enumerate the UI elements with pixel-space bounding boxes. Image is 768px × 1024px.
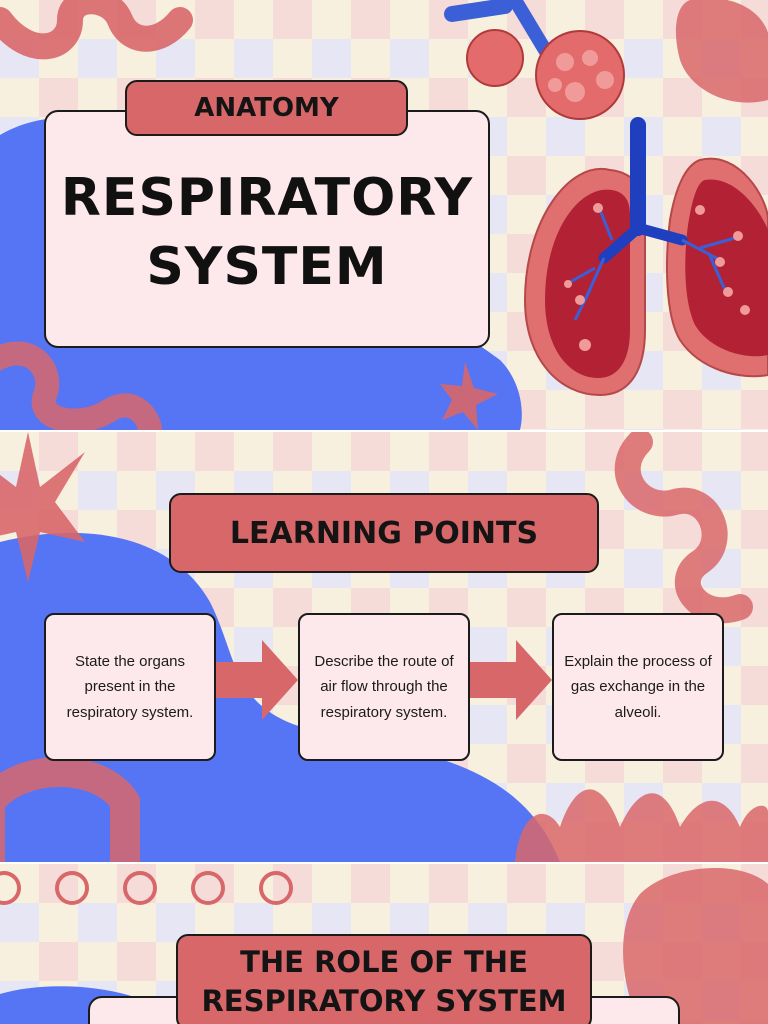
- squiggle-shape: [0, 0, 193, 60]
- arch-shape: [0, 757, 140, 862]
- star-shape: [440, 362, 498, 430]
- slide-title: ANATOMY RESPIRATORY SYSTEM: [0, 0, 768, 430]
- ring-shape: [123, 871, 157, 905]
- learning-points-heading: LEARNING POINTS: [169, 493, 599, 573]
- bronchus-illustration: [444, 0, 625, 120]
- learning-point-1: State the organs present in the respirat…: [44, 613, 216, 761]
- slide-learning-points: LEARNING POINTS State the organs present…: [0, 432, 768, 862]
- learning-points-heading-label: LEARNING POINTS: [229, 515, 539, 551]
- title-line-1: RESPIRATORY: [60, 168, 474, 228]
- slide-divider: [0, 862, 768, 864]
- squiggle-shape-2: [0, 341, 162, 430]
- learning-point-3-text: Explain the process of gas exchange in t…: [564, 652, 712, 721]
- anatomy-tag: ANATOMY: [125, 80, 408, 136]
- wave-shape: [515, 789, 768, 862]
- ring-shape: [0, 871, 21, 905]
- learning-point-2-text: Describe the route of air flow through t…: [314, 652, 454, 721]
- lungs-illustration: [523, 117, 768, 397]
- ring-shape: [55, 871, 89, 905]
- role-heading-line-1: THE ROLE OF THE: [240, 944, 528, 979]
- learning-point-1-text: State the organs present in the respirat…: [66, 652, 194, 721]
- learning-point-2: Describe the route of air flow through t…: [298, 613, 470, 761]
- starburst-shape: [0, 432, 85, 582]
- ring-shape: [191, 871, 225, 905]
- slide-divider: [0, 430, 768, 432]
- role-heading-line-2: RESPIRATORY SYSTEM: [201, 984, 567, 1018]
- slide-role: THE ROLE OF THE RESPIRATORY SYSTEM: [0, 864, 768, 1024]
- coral-blob-shape: [623, 867, 768, 1024]
- role-heading: THE ROLE OF THE RESPIRATORY SYSTEM: [176, 934, 592, 1024]
- learning-point-3: Explain the process of gas exchange in t…: [552, 613, 724, 761]
- slide3-decorations: [0, 867, 768, 1024]
- anatomy-tag-label: ANATOMY: [194, 93, 339, 123]
- ring-shape: [259, 871, 293, 905]
- page-title: RESPIRATORY SYSTEM: [44, 164, 490, 301]
- arrow-right-icon: [216, 640, 298, 720]
- arrow-right-icon: [470, 640, 552, 720]
- squiggle-shape: [614, 432, 753, 624]
- coral-blob-shape: [675, 0, 768, 103]
- title-line-2: SYSTEM: [146, 236, 388, 297]
